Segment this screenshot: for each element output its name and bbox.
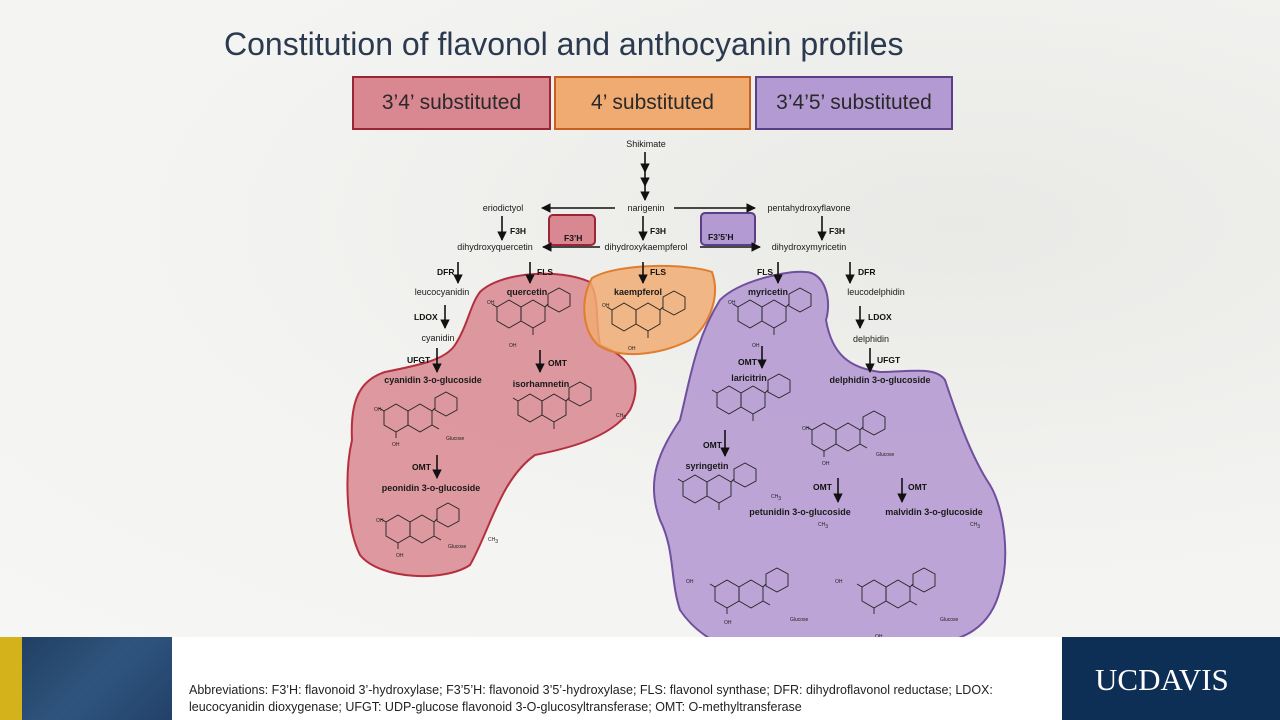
enzyme-omt-isorhamnetin: OMT [548,358,568,368]
oh-label: OH [628,346,636,352]
enzyme-fls-quercetin: FLS [537,267,553,277]
oh-label: OH [724,620,732,626]
enzyme-ufgt-right: UFGT [877,355,901,365]
enzyme-f35prime-h: F3’5’H [708,232,734,242]
abbreviations-line-2: leucocyanidin dioxygenase; UFGT: UDP-glu… [189,700,802,714]
enzyme-f3h-center: F3H [650,226,666,236]
dihydroxymyricetin-label: dihydroxymyricetin [772,242,847,252]
enzyme-f3h-left: F3H [510,226,526,236]
orange-region [583,264,716,355]
slide-title: Constitution of flavonol and anthocyanin… [224,26,904,62]
enzyme-ufgt-left: UFGT [407,355,431,365]
oh-label: OH [802,426,810,432]
enzyme-omt-peonidin: OMT [412,462,432,472]
oh-label: OH [835,579,843,585]
oh-label: OH [686,579,694,585]
peonidin-glucoside-label: peonidin 3-o-glucoside [382,483,481,493]
abbreviations-line-1: Abbreviations: F3’H: flavonoid 3’-hydrox… [189,683,993,697]
enzyme-dfr-left: DFR [437,267,454,277]
enzyme-fls-myricetin: FLS [757,267,773,277]
oh-label: OH [392,442,400,448]
malvidin-glucoside-label: malvidin 3-o-glucoside [885,507,983,517]
ch3-label: CH3 [616,413,626,421]
kaempferol-label: kaempferol [614,287,662,297]
isorhamnetin-label: isorhamnetin [513,379,570,389]
glucose-label: Glucose [448,544,467,550]
footer-gold-stripe [0,637,22,720]
header-34-substituted: 3’4’ substituted [352,76,551,130]
f35prime-h-box [700,212,756,246]
dihydroxyquercetin-label: dihydroxyquercetin [457,242,533,252]
oh-label: OH [728,300,736,306]
f3prime-h-box [548,214,596,246]
syringetin-label: syringetin [685,461,728,471]
enzyme-fls-kaempferol: FLS [650,267,666,277]
uc-davis-logo: UCDAVIS [1095,662,1229,697]
enzyme-f3prime-h: F3’H [564,233,582,243]
delphidin-label: delphidin [853,334,889,344]
pathway-diagram: Shikimate narigenin eriodictyol pentahyd… [346,139,1007,640]
enzyme-ldox-right: LDOX [868,312,892,322]
ch3-label: CH3 [818,522,828,530]
glucose-label: Glucose [876,452,895,458]
header-4-substituted: 4’ substituted [554,76,751,130]
shikimate-label: Shikimate [626,139,666,149]
petunidin-glucoside-label: petunidin 3-o-glucoside [749,507,851,517]
narigenin-label: narigenin [627,203,664,213]
delphidin-glucoside-label: delphidin 3-o-glucoside [830,375,931,385]
leucocyanidin-label: leucocyanidin [415,287,470,297]
enzyme-omt-malvidin: OMT [908,482,928,492]
dihydroxykaempferol-label: dihydroxykaempferol [604,242,687,252]
pentahydroxyflavone-label: pentahydroxyflavone [767,203,850,213]
oh-label: OH [822,461,830,467]
footer-logo-block [1062,637,1280,720]
ch3-label: CH3 [970,522,980,530]
header-345-substituted: 3’4’5’ substituted [755,76,953,130]
glucose-label: Glucose [790,617,809,623]
cyanidin-label: cyanidin [421,333,454,343]
quercetin-label: quercetin [507,287,548,297]
ch3-label: CH3 [488,537,498,545]
enzyme-omt-syringetin: OMT [703,440,723,450]
footer-left-banner [0,637,172,720]
abbreviations-text: Abbreviations: F3’H: flavonoid 3’-hydrox… [189,682,1055,716]
myricetin-label: myricetin [748,287,788,297]
eriodictyol-label: eriodictyol [483,203,524,213]
enzyme-omt-petunidin: OMT [813,482,833,492]
laricitrin-label: laricitrin [731,373,767,383]
cyanidin-glucoside-label: cyanidin 3-o-glucoside [384,375,482,385]
purple-region [652,270,1007,640]
oh-label: OH [487,300,495,306]
oh-label: OH [752,343,760,349]
ch3-label: CH3 [771,494,781,502]
glucose-label: Glucose [940,617,959,623]
oh-label: OH [374,407,382,413]
enzyme-ldox-left: LDOX [414,312,438,322]
enzyme-omt-laricitrin: OMT [738,357,758,367]
oh-label: OH [376,518,384,524]
enzyme-f3h-right: F3H [829,226,845,236]
leucodelphidin-label: leucodelphidin [847,287,905,297]
oh-label: OH [396,553,404,559]
oh-label: OH [602,303,610,309]
glucose-label: Glucose [446,436,465,442]
oh-label: OH [509,343,517,349]
enzyme-dfr-right: DFR [858,267,875,277]
